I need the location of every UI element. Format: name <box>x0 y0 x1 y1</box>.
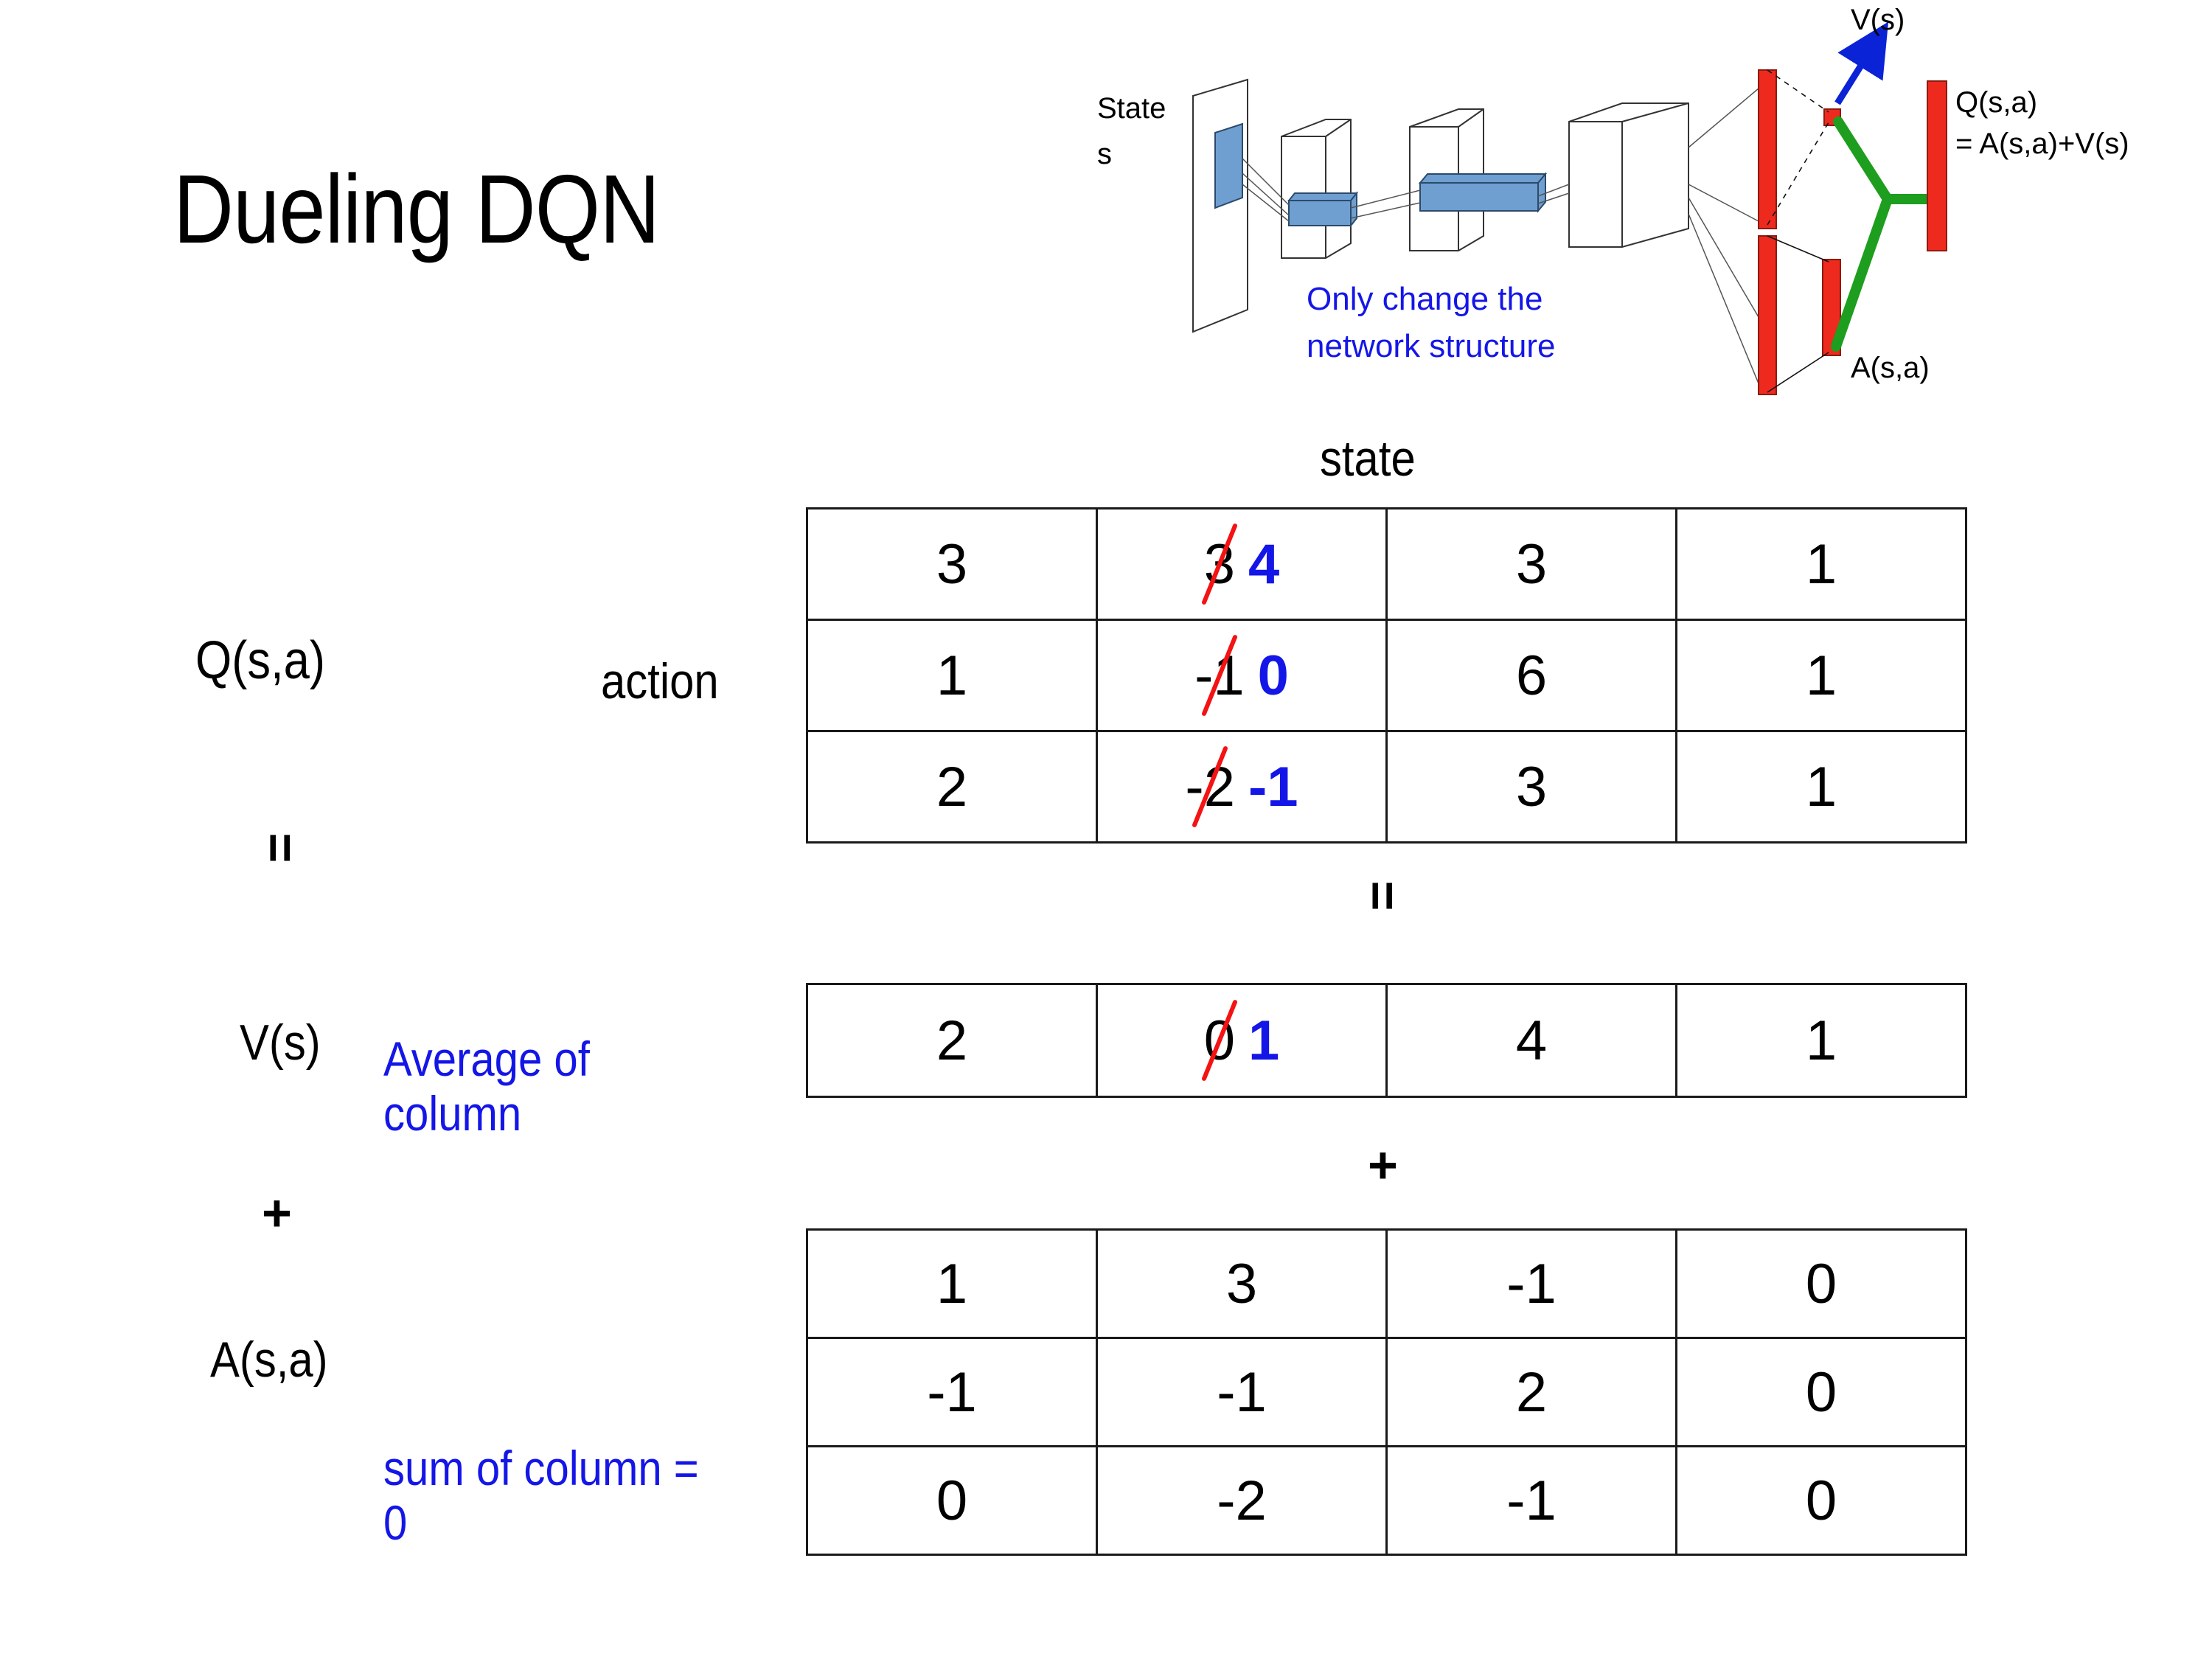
old-value-struck: -1 <box>1194 634 1245 717</box>
figure-note-line1: Only change the <box>1307 281 1543 317</box>
table-cell: 3 <box>806 507 1098 621</box>
operator-equals-mid: = <box>1354 880 1412 911</box>
table-cell: 2 <box>806 983 1098 1098</box>
table-cell: -1 <box>1385 1445 1677 1556</box>
row-label-a: A(s,a) <box>210 1332 328 1388</box>
note-average-of-column: Average of column <box>383 1032 590 1141</box>
table-cell: 01 <box>1096 983 1388 1098</box>
figure-q-label-line1: Q(s,a) <box>1955 86 2037 119</box>
strikethrough-mark-icon <box>1200 523 1238 605</box>
new-value: 4 <box>1248 532 1280 596</box>
figure-note-line2: network structure <box>1307 328 1555 364</box>
table-cell: 3 <box>1385 730 1677 844</box>
strikethrough-mark-icon <box>1200 634 1238 717</box>
figure-advantage-label: A(s,a) <box>1851 352 1930 384</box>
table-cell: 4 <box>1385 983 1677 1098</box>
table-cell: 0 <box>1675 1445 1967 1556</box>
table-cell: 34 <box>1096 507 1388 621</box>
table-cell: -1 <box>1096 1337 1388 1447</box>
table-cell: 0 <box>1675 1228 1967 1339</box>
new-value: 0 <box>1257 644 1289 707</box>
v-value-table: 20141 <box>806 983 1967 1098</box>
page-title: Dueling DQN <box>173 155 660 263</box>
axis-label-action: action <box>601 653 719 709</box>
table-cell: 1 <box>806 619 1098 732</box>
row-label-q: Q(s,a) <box>195 631 326 690</box>
table-cell: 1 <box>1675 730 1967 844</box>
note-sum-of-column: sum of column = 0 <box>383 1441 699 1550</box>
strikethrough-mark-icon <box>1200 999 1238 1082</box>
dueling-network-diagram: State s V(s) A(s,a) Q(s,a) = A(s,a)+V(s)… <box>1091 0 2212 428</box>
table-cell: -2-1 <box>1096 730 1388 844</box>
operator-equals-left: = <box>251 832 310 863</box>
table-cell: 2 <box>1385 1337 1677 1447</box>
old-value-struck: 0 <box>1200 999 1238 1082</box>
table-cell: 0 <box>1675 1337 1967 1447</box>
edited-cell: -10 <box>1194 634 1289 717</box>
table-cell: -10 <box>1096 619 1388 732</box>
new-value: -1 <box>1248 755 1298 818</box>
edited-cell: 01 <box>1200 999 1280 1082</box>
table-cell: -1 <box>1385 1228 1677 1339</box>
figure-q-label-line2: = A(s,a)+V(s) <box>1955 128 2129 160</box>
table-row: 2 -2-1 31 <box>806 730 1967 844</box>
table-cell: 1 <box>806 1228 1098 1339</box>
table-cell: 6 <box>1385 619 1677 732</box>
table-cell: 2 <box>806 730 1098 844</box>
new-value: 1 <box>1248 1009 1280 1072</box>
table-row: 20141 <box>806 983 1967 1098</box>
edited-cell: 34 <box>1200 523 1280 605</box>
old-value-struck: 3 <box>1200 523 1238 605</box>
table-cell: -1 <box>806 1337 1098 1447</box>
table-cell: 1 <box>1675 507 1967 621</box>
old-value-struck: -2 <box>1185 745 1235 828</box>
table-row: 33431 <box>806 507 1967 621</box>
table-cell: 0 <box>806 1445 1098 1556</box>
table-cell: 3 <box>1385 507 1677 621</box>
strikethrough-mark-icon <box>1192 745 1229 828</box>
operator-plus-left: + <box>262 1184 292 1242</box>
figure-state-label-line1: State <box>1097 92 1166 125</box>
table-cell: 1 <box>1675 619 1967 732</box>
table-cell: -2 <box>1096 1445 1388 1556</box>
operator-plus-mid: + <box>1368 1136 1398 1194</box>
figure-value-label: V(s) <box>1851 4 1905 36</box>
axis-label-state: state <box>1320 431 1416 487</box>
table-cell: 1 <box>1675 983 1967 1098</box>
figure-state-label-line2: s <box>1097 138 1112 170</box>
table-cell: 3 <box>1096 1228 1388 1339</box>
edited-cell: -2-1 <box>1185 745 1298 828</box>
row-label-v: V(s) <box>240 1015 321 1071</box>
